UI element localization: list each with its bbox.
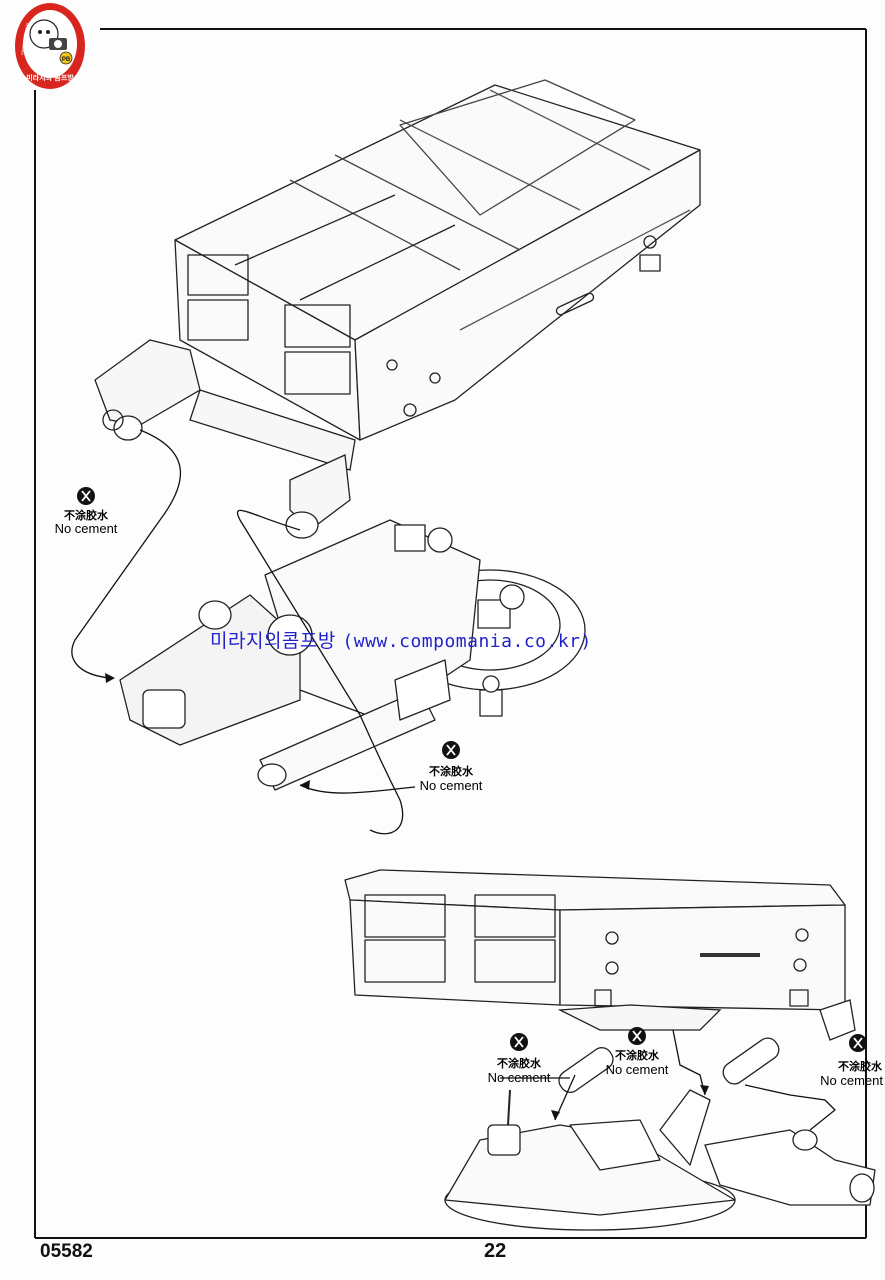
watermark-url: (www.compomania.co.kr) xyxy=(342,631,592,652)
cradle-upper xyxy=(94,339,356,539)
page-border xyxy=(34,28,867,1239)
callout-cn: 不涂胶水 xyxy=(497,1056,542,1070)
callout-en: No cement xyxy=(488,1070,551,1085)
cradle-lower xyxy=(557,999,856,1093)
callout-4: 不涂胶水 No cement xyxy=(606,1048,669,1077)
seal-ring-text: compomania.co.kr xyxy=(19,21,30,55)
callout-cn: 不涂胶水 xyxy=(64,508,109,522)
seal-badge: PB xyxy=(62,57,71,63)
mini-figure-seal: PB 미라지의 콤프방 compomania.co.kr xyxy=(15,3,85,89)
callout-en: No cement xyxy=(420,778,483,793)
launcher-box-upper xyxy=(174,79,701,441)
no-glue-icon xyxy=(442,741,460,759)
callout-en: No cement xyxy=(606,1062,669,1077)
callout-cn: 不涂胶水 xyxy=(429,764,474,778)
no-glue-icon xyxy=(77,487,95,505)
callout-en: No cement xyxy=(55,521,118,536)
watermark-korean: 미라지의콤프방 xyxy=(210,630,336,652)
leader-lines xyxy=(71,429,836,1131)
watermark: 미라지의콤프방 (www.compomania.co.kr) xyxy=(210,626,592,653)
turret-base-middle xyxy=(119,519,586,791)
leader-arrowheads xyxy=(105,673,709,1120)
callout-en: No cement xyxy=(820,1073,883,1088)
page-number: 22 xyxy=(484,1240,507,1262)
document-code: 05582 xyxy=(40,1241,93,1262)
callout-1: 不涂胶水 No cement xyxy=(55,508,118,536)
callout-3: 不涂胶水 No cement xyxy=(488,1056,551,1085)
turret-base-lower xyxy=(444,1089,876,1231)
callout-2: 不涂胶水 No cement xyxy=(420,764,483,793)
no-glue-icon xyxy=(510,1033,528,1051)
callout-cn: 不涂胶水 xyxy=(615,1048,660,1062)
callout-5: 不涂胶水 No cement xyxy=(820,1059,883,1088)
seal-text: 미라지의 콤프방 xyxy=(26,73,74,82)
launcher-box-lower xyxy=(344,869,846,1011)
no-glue-icon xyxy=(849,1034,867,1052)
callout-cn: 不涂胶水 xyxy=(838,1059,883,1073)
no-glue-icon xyxy=(628,1027,646,1045)
